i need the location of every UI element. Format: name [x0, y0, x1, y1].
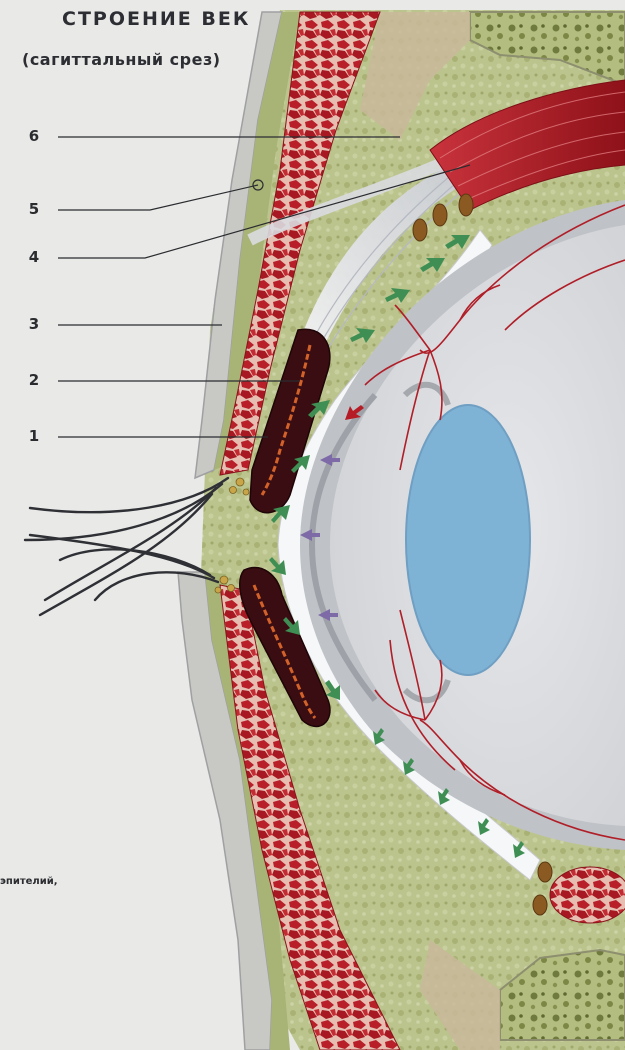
page-title: СТРОЕНИЕ ВЕК — [62, 8, 250, 30]
label-6: 6 — [22, 127, 46, 145]
page-subtitle: (сагиттальный срез) — [22, 50, 221, 69]
cut-off-caption: эпителий, — [0, 876, 58, 887]
lens — [406, 405, 530, 675]
label-5: 5 — [22, 200, 46, 218]
label-2: 2 — [22, 371, 46, 389]
label-1: 1 — [22, 427, 46, 445]
label-3: 3 — [22, 315, 46, 333]
label-4: 4 — [22, 248, 46, 266]
inferior-oblique-muscle — [550, 867, 625, 923]
